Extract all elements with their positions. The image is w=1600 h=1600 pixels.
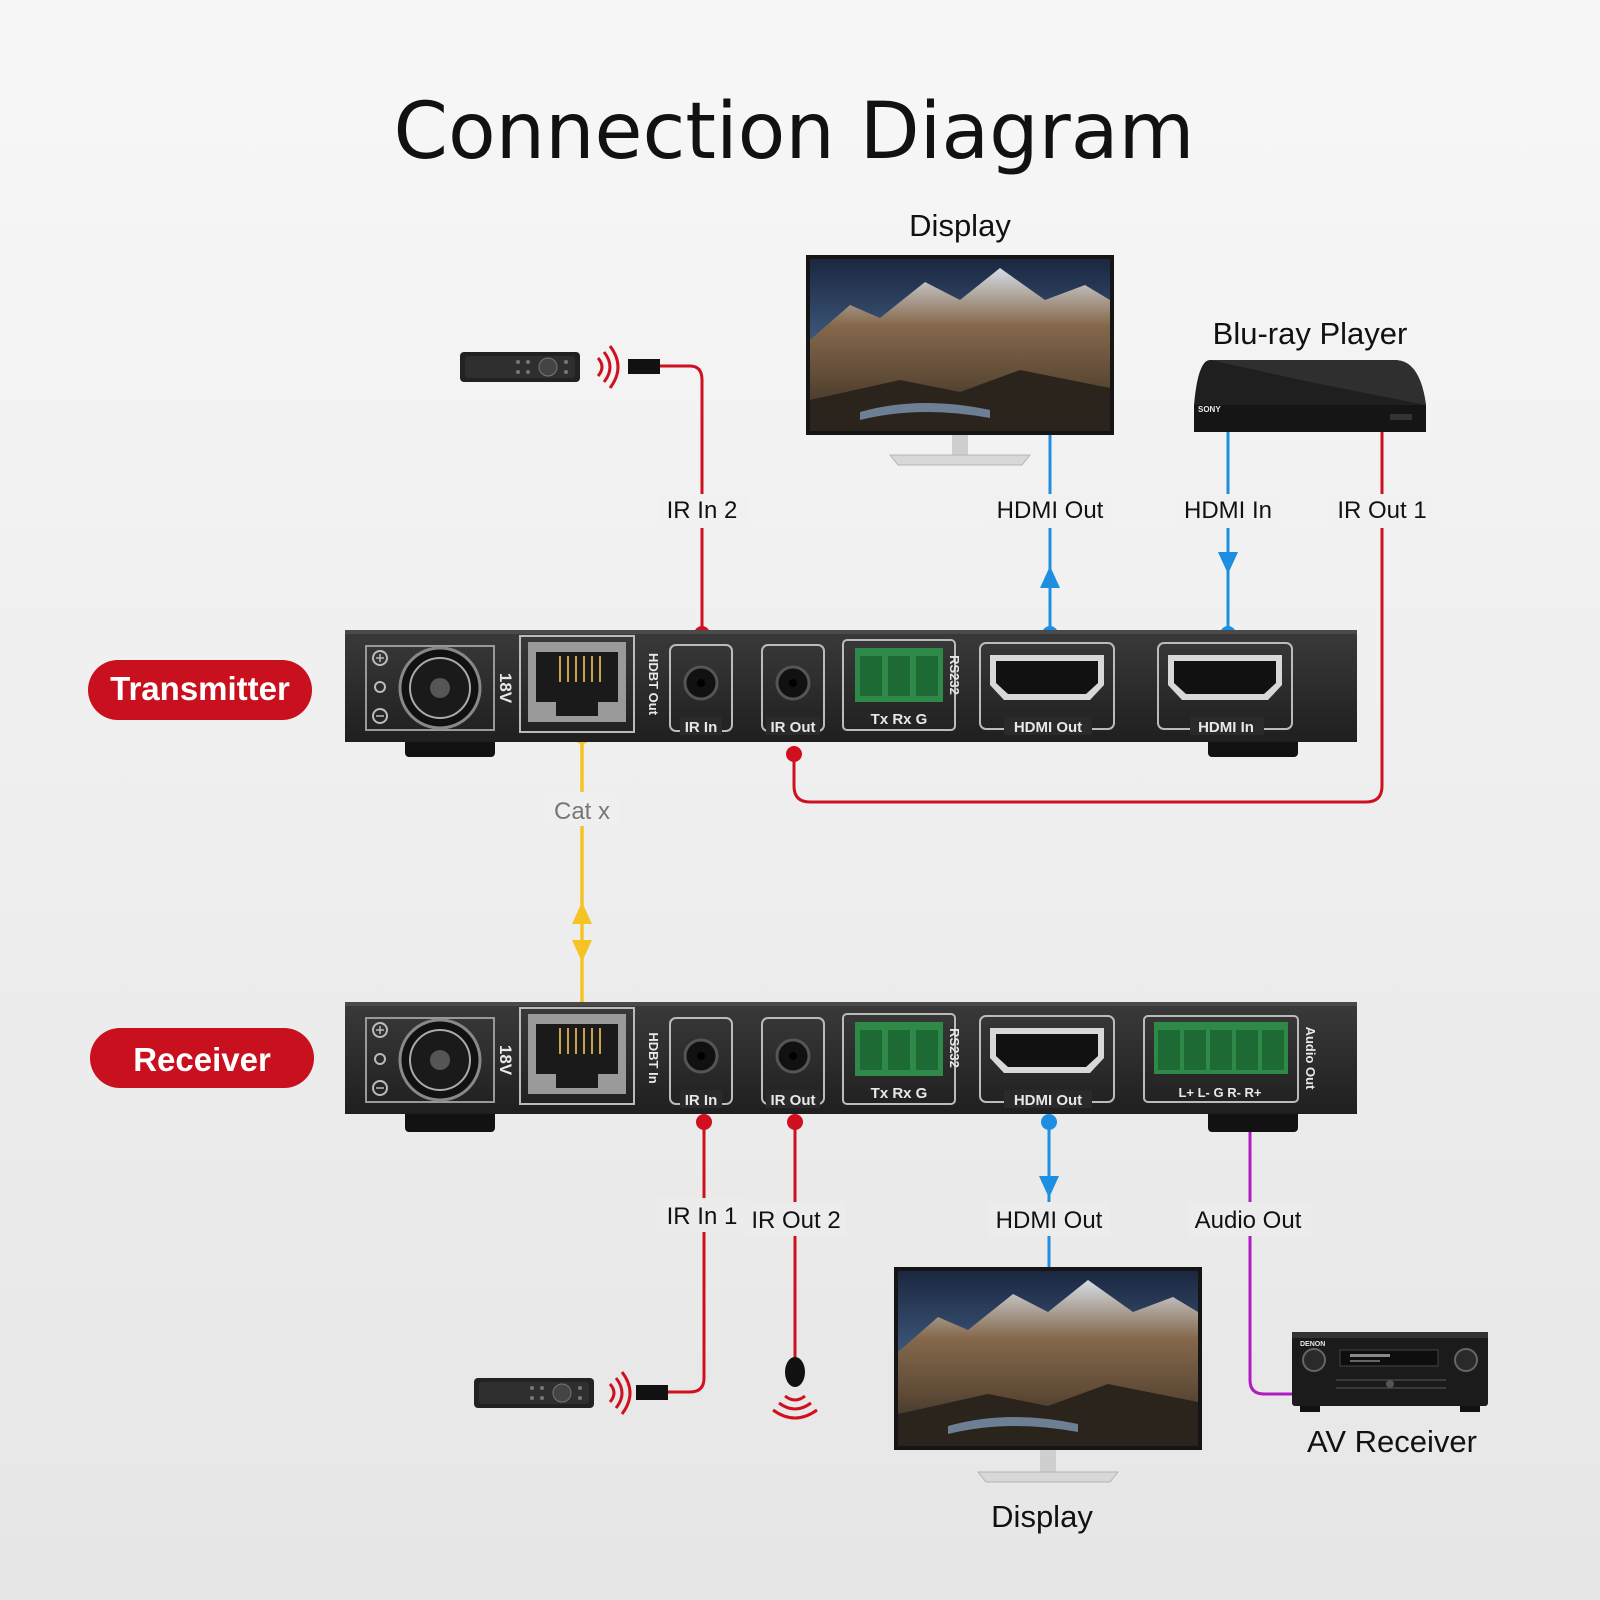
bluray-brand: SONY <box>1198 405 1221 414</box>
rx-ir-out-port: IR Out <box>761 1017 825 1109</box>
label-audio-out: Audio Out <box>1195 1207 1302 1234</box>
ir-in-2-cable <box>660 364 704 634</box>
label-ir-in-1: IR In 1 <box>667 1203 738 1230</box>
receiver-label: Receiver <box>133 1041 271 1078</box>
ir-in-1-cable <box>668 1122 706 1394</box>
av-receiver-brand: DENON <box>1300 1341 1325 1348</box>
tx-hdmi-in-label: HDMI In <box>1198 719 1254 736</box>
label-ir-in-2: IR In 2 <box>667 497 738 524</box>
rx-rs232-label: RS232 <box>947 1028 962 1068</box>
hdmi-in-arrow <box>1218 552 1238 574</box>
bluray-label: Blu-ray Player <box>1213 316 1408 351</box>
cat-x-arrow-up <box>572 902 592 924</box>
display-bottom: Display <box>894 1267 1202 1534</box>
remote-bottom <box>474 1371 668 1415</box>
transmitter-unit: Transmitter 18V HDBT Out <box>88 630 1357 757</box>
rx-rs232-pins: Tx Rx G <box>871 1085 928 1102</box>
receiver-unit: Receiver 18V HDBT In IR <box>90 1002 1357 1132</box>
av-receiver-label: AV Receiver <box>1307 1424 1477 1459</box>
cat-x-arrow-down <box>572 940 592 962</box>
display-bottom-label: Display <box>991 1499 1093 1534</box>
rx-audio-label: Audio Out <box>1303 1027 1318 1090</box>
rx-hdbt-port: HDBT In <box>519 1007 661 1105</box>
tx-rs232-port: Tx Rx G RS232 <box>842 639 962 731</box>
ir-out-1-cable <box>792 432 1384 804</box>
hdmi-out-top-arrow <box>1040 566 1060 588</box>
diagram-title: Connection Diagram <box>393 87 1194 177</box>
ir-emitter <box>772 1357 818 1420</box>
tx-hdmi-out-port: HDMI Out <box>979 642 1115 736</box>
rx-hdmi-out-label: HDMI Out <box>1014 1092 1082 1109</box>
transmitter-label: Transmitter <box>110 670 290 707</box>
ir-out-1-connector-dot <box>786 746 802 762</box>
tx-power-label: 18V <box>496 673 515 704</box>
rx-power-label: 18V <box>496 1045 515 1076</box>
tx-hdbt-label: HDBT Out <box>646 653 661 716</box>
av-receiver: DENON AV Receiver <box>1292 1332 1488 1459</box>
label-ir-out-1: IR Out 1 <box>1337 497 1426 524</box>
receiver-pill <box>90 1028 314 1088</box>
rx-ir-in-label: IR In <box>685 1092 718 1109</box>
tx-power-port: 18V <box>365 645 515 731</box>
hdmi-out-bottom-arrow <box>1039 1176 1059 1198</box>
label-hdmi-in: HDMI In <box>1184 497 1272 524</box>
tx-hdmi-in-port: HDMI In <box>1157 642 1293 736</box>
ir-out-2-connector-dot <box>787 1114 803 1130</box>
label-hdmi-out-bottom: HDMI Out <box>996 1207 1103 1234</box>
bluray-player: Blu-ray Player SONY <box>1194 316 1426 432</box>
label-ir-out-2: IR Out 2 <box>751 1207 840 1234</box>
rx-ir-in-port: IR In <box>669 1017 733 1109</box>
ir-in-1-connector-dot <box>696 1114 712 1130</box>
rx-audio-pins: L+ L- G R- R+ <box>1178 1085 1261 1100</box>
remote-top <box>460 345 660 389</box>
tx-ir-in-label: IR In <box>685 719 718 736</box>
connection-labels: IR In 2 HDMI Out HDMI In IR Out 1 Cat x … <box>544 494 1434 1236</box>
tx-rs232-label: RS232 <box>947 655 962 695</box>
tx-hdbt-port: HDBT Out <box>519 635 661 733</box>
display-top-label: Display <box>909 208 1011 243</box>
rx-rs232-port: Tx Rx G RS232 <box>842 1013 962 1105</box>
rx-power-port: 18V <box>365 1017 515 1103</box>
label-cat-x: Cat x <box>554 798 610 825</box>
transmitter-pill <box>88 660 312 720</box>
label-hdmi-out-top: HDMI Out <box>997 497 1104 524</box>
tx-hdmi-out-label: HDMI Out <box>1014 719 1082 736</box>
rx-audio-port: L+ L- G R- R+ Audio Out <box>1143 1015 1318 1103</box>
rx-hdmi-out-port: HDMI Out <box>979 1015 1115 1109</box>
tx-ir-out-port: IR Out <box>761 644 825 736</box>
audio-out-cable <box>1248 1122 1294 1396</box>
rx-hdbt-label: HDBT In <box>646 1032 661 1083</box>
tx-ir-out-label: IR Out <box>771 719 816 736</box>
tx-ir-in-port: IR In <box>669 644 733 736</box>
hdmi-out-bottom-connector-dot <box>1041 1114 1057 1130</box>
display-top: Display <box>806 208 1114 466</box>
rx-ir-out-label: IR Out <box>771 1092 816 1109</box>
tx-rs232-pins: Tx Rx G <box>871 711 928 728</box>
